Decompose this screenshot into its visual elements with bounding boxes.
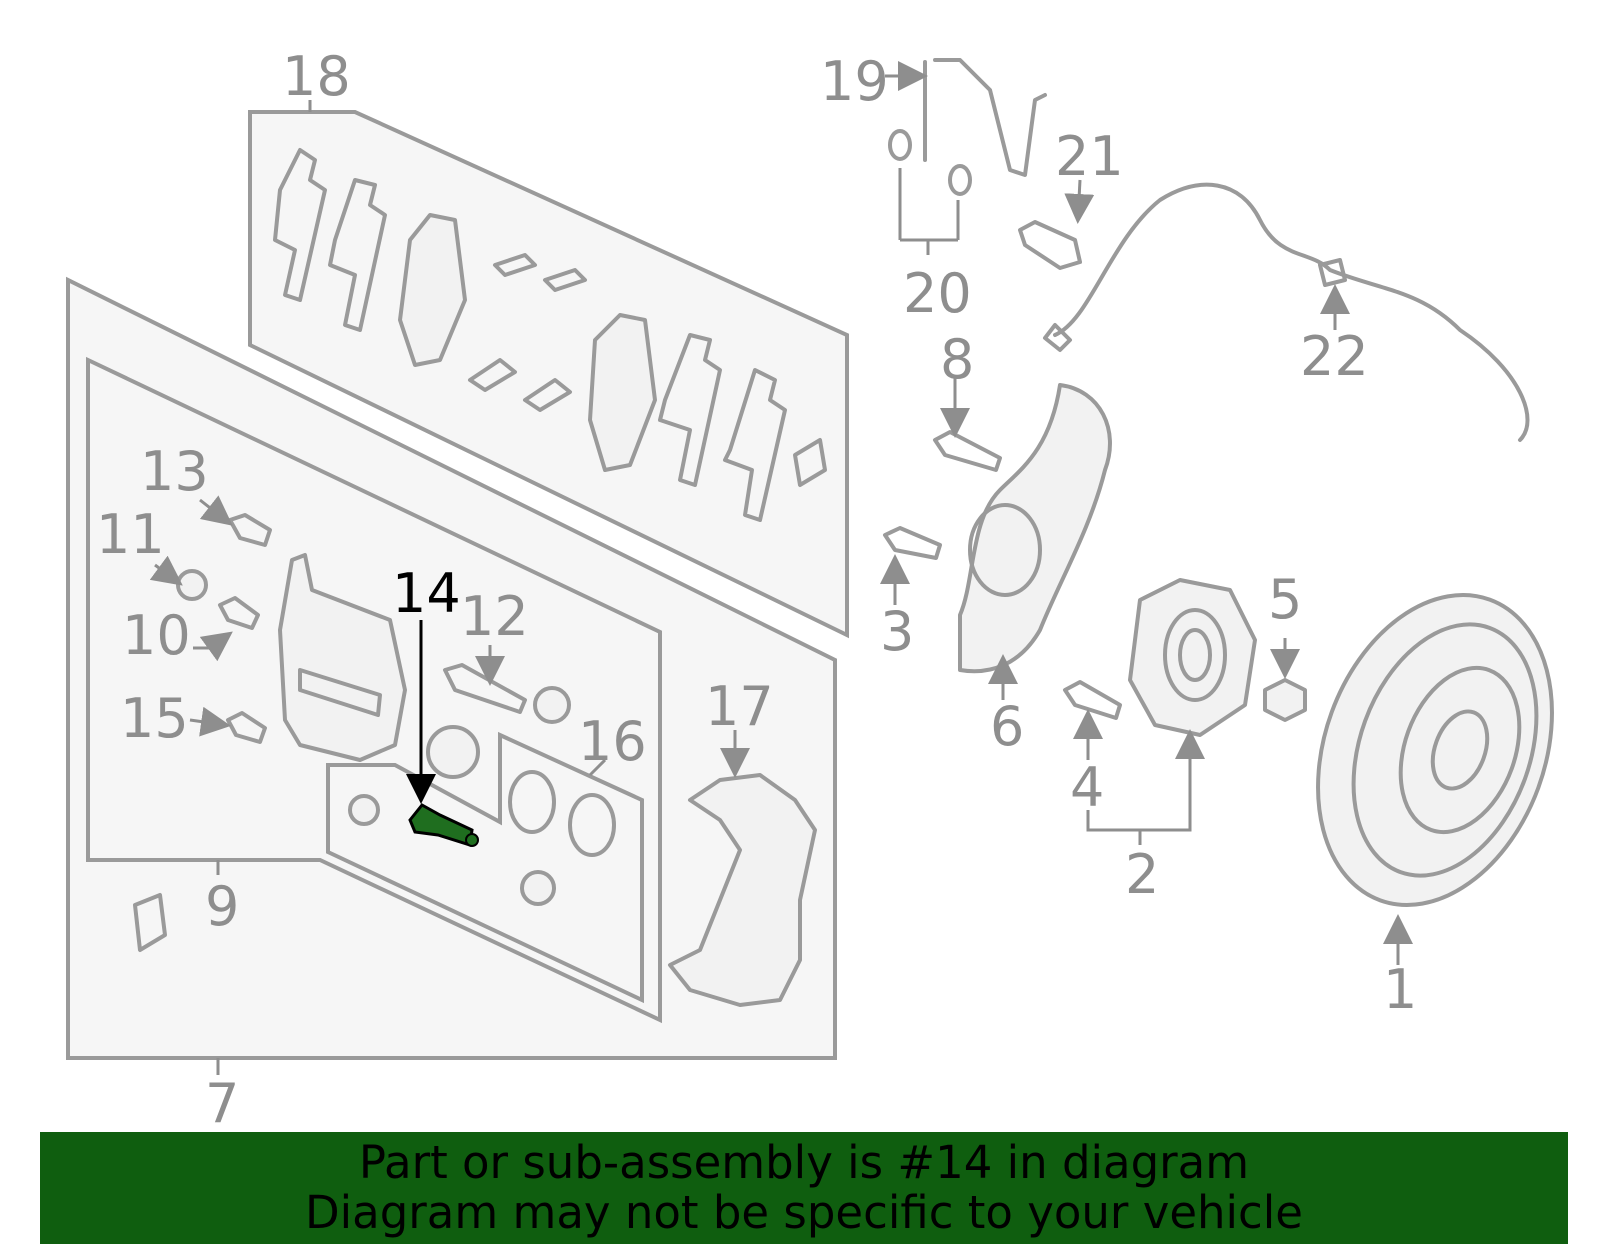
callout-9: 9 [205,875,239,938]
callout-19: 19 [820,50,889,113]
callout-3: 3 [880,600,914,663]
callout-7: 7 [205,1072,239,1135]
callout-12: 12 [460,585,529,648]
footer-banner: Part or sub-assembly is #14 in diagram D… [40,1132,1568,1244]
highlighted-part-14[interactable] [408,803,479,847]
footer-line-2: Diagram may not be specific to your vehi… [305,1186,1303,1239]
callout-15: 15 [120,687,189,750]
callout-14: 14 [392,562,461,625]
callout-8: 8 [940,328,974,391]
callout-10: 10 [122,604,191,667]
callout-2: 2 [1125,843,1159,906]
callout-21: 21 [1055,125,1124,188]
caliper-assembly-panel: 9 7 1 [66,276,837,1135]
callout-20: 20 [903,262,972,325]
footer-line-1: Part or sub-assembly is #14 in diagram [358,1136,1250,1189]
callout-1: 1 [1383,958,1417,1021]
pad-kit-panel: 18 [248,45,849,639]
callout-17: 17 [705,675,774,738]
callout-18: 18 [282,45,351,108]
right-components: 19 20 21 22 8 3 6 4 [820,50,1554,1021]
callout-5: 5 [1268,568,1302,631]
callout-11: 11 [96,503,165,566]
callout-16: 16 [578,710,647,773]
callout-6: 6 [990,695,1024,758]
callout-22: 22 [1300,325,1369,388]
callout-13: 13 [140,440,209,503]
callout-4: 4 [1070,756,1104,819]
